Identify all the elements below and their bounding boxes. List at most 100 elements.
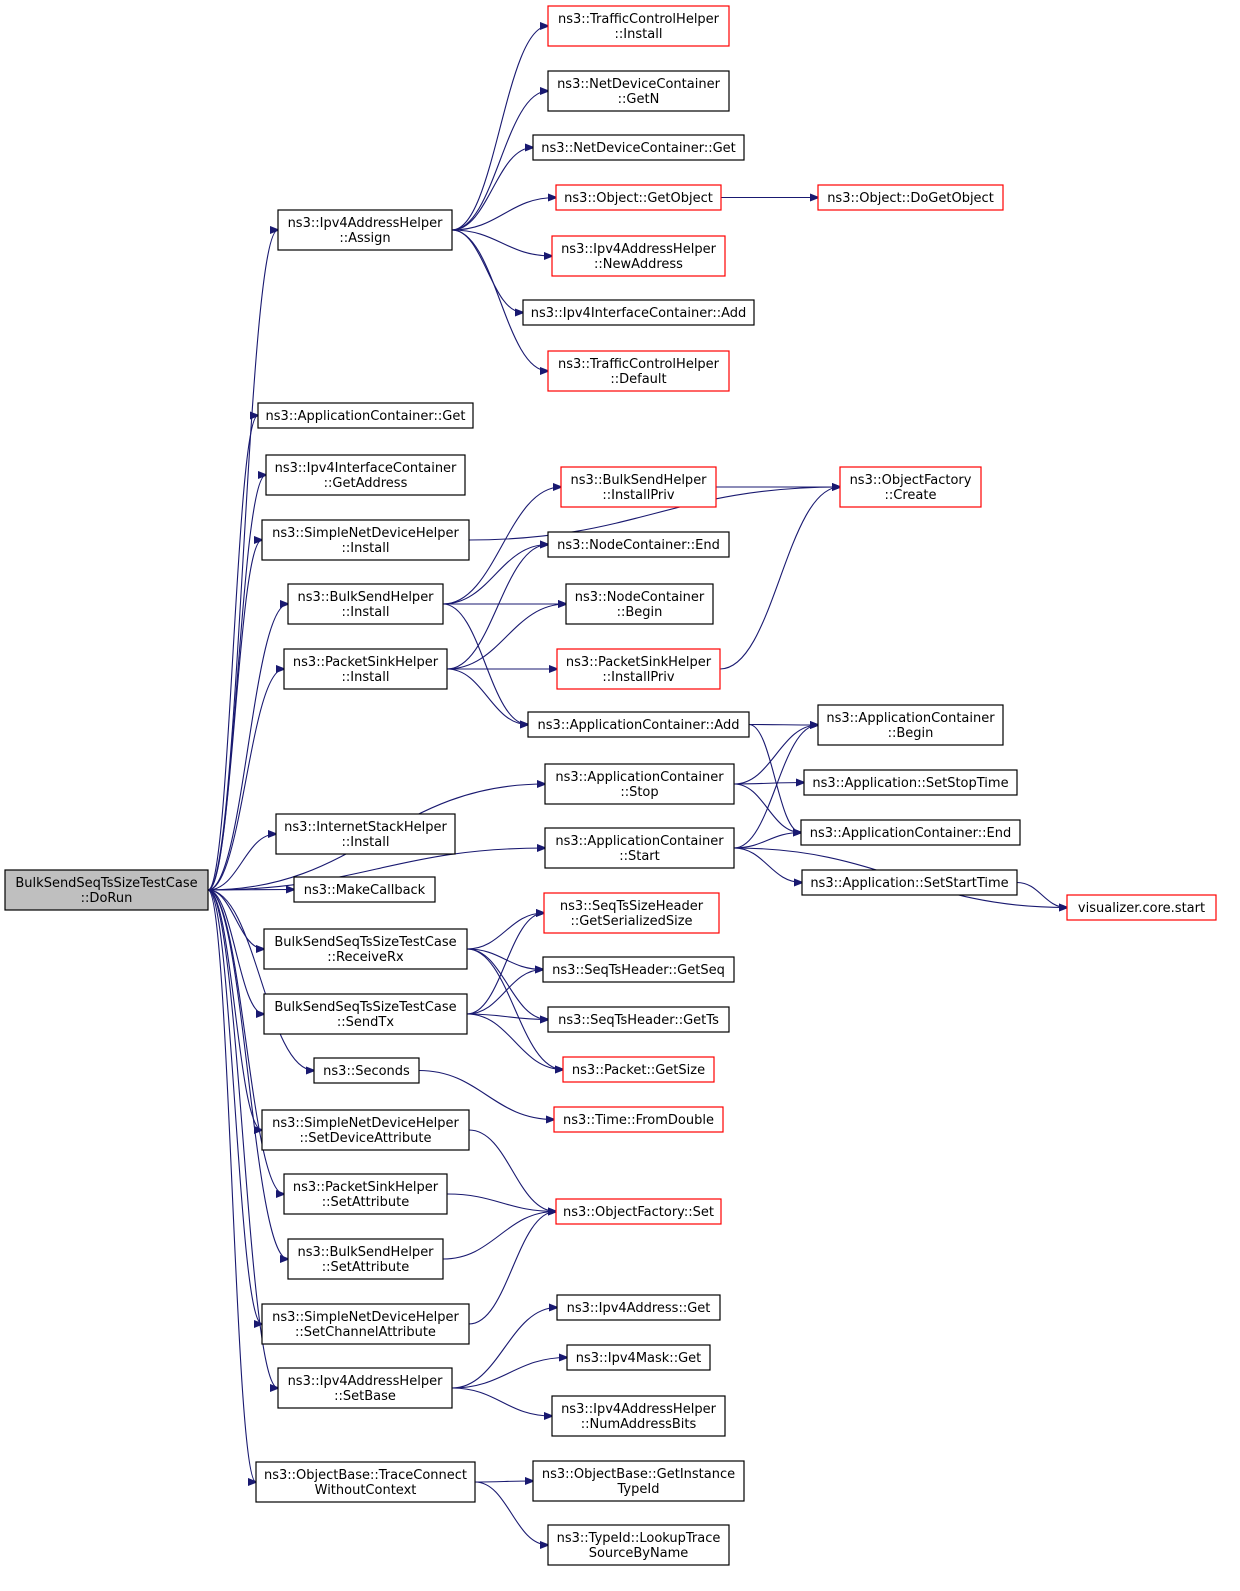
node-box: [547, 5, 730, 47]
node-psh-install[interactable]: ns3::PacketSinkHelper::Install: [283, 648, 448, 690]
node-nc-end[interactable]: ns3::NodeContainer::End: [547, 531, 730, 558]
node-ish-install[interactable]: ns3::InternetStackHelper::Install: [275, 813, 456, 855]
node-obj-dogetobject[interactable]: ns3::Object::DoGetObject: [817, 184, 1004, 211]
node-ac-begin[interactable]: ns3::ApplicationContainer::Begin: [817, 704, 1004, 746]
node-label-line: ::SendTx: [337, 1015, 394, 1030]
node-st-getts[interactable]: ns3::SeqTsHeader::GetTs: [547, 1006, 730, 1033]
node-label-line: ::Install: [342, 541, 390, 556]
node-seconds[interactable]: ns3::Seconds: [313, 1057, 420, 1084]
edge-trace_connect-to-typeid_lookup: [474, 1481, 548, 1545]
node-label-line: ::NumAddressBits: [581, 1417, 697, 1432]
node-label-line: ns3::SeqTsHeader::GetSeq: [552, 963, 725, 978]
node-st-getseq[interactable]: ns3::SeqTsHeader::GetSeq: [542, 956, 735, 983]
node-app-setstoptime[interactable]: ns3::Application::SetStopTime: [803, 769, 1018, 796]
edge-ac_start-to-ac_begin: [733, 725, 818, 849]
edge-ipv4_assign-to-ndc_get: [451, 148, 533, 231]
node-psh-installpriv[interactable]: ns3::PacketSinkHelper::InstallPriv: [556, 648, 721, 690]
node-box: [565, 583, 714, 625]
edge-root-to-send_tx: [207, 889, 264, 1014]
node-box: [527, 711, 750, 738]
node-ipv4mask-get[interactable]: ns3::Ipv4Mask::Get: [566, 1344, 711, 1371]
node-label-line: ::DoRun: [81, 891, 133, 906]
edge-root-to-ipv4ic_getaddress: [207, 475, 266, 891]
node-label-line: ns3::ApplicationContainer: [555, 834, 724, 849]
node-ipv4-newaddress[interactable]: ns3::Ipv4AddressHelper::NewAddress: [551, 235, 726, 277]
node-ac-end[interactable]: ns3::ApplicationContainer::End: [800, 819, 1021, 846]
node-label-line: WithoutContext: [315, 1483, 417, 1498]
node-tch-default[interactable]: ns3::TrafficControlHelper::Default: [547, 350, 730, 392]
node-label-line: ns3::SimpleNetDeviceHelper: [272, 1310, 459, 1325]
node-ipv4addr-get[interactable]: ns3::Ipv4Address::Get: [556, 1294, 721, 1321]
node-label-line: ns3::BulkSendHelper: [570, 473, 707, 488]
edge-snd_install-to-of_create: [468, 487, 840, 541]
node-box: [547, 1524, 730, 1566]
node-label-line: ns3::Ipv4Address::Get: [567, 1301, 711, 1316]
node-send-tx[interactable]: BulkSendSeqTsSizeTestCase::SendTx: [263, 993, 468, 1035]
node-box: [532, 134, 745, 161]
edge-ipv4_assign-to-tch_default: [451, 229, 548, 371]
node-sts-getsersize[interactable]: ns3::SeqTsSizeHeader::GetSerializedSize: [543, 892, 720, 934]
node-trace-connect[interactable]: ns3::ObjectBase::TraceConnectWithoutCont…: [255, 1461, 476, 1503]
node-label-line: ::SetBase: [334, 1389, 396, 1404]
node-label-line: ns3::Ipv4Mask::Get: [576, 1351, 702, 1366]
node-label-line: visualizer.core.start: [1078, 901, 1205, 916]
edge-snd_setdevattr-to-of_set: [468, 1129, 556, 1212]
node-ndc-getn[interactable]: ns3::NetDeviceContainer::GetN: [547, 70, 730, 112]
node-label-line: ns3::PacketSinkHelper: [293, 1180, 439, 1195]
node-label-line: ::Begin: [617, 605, 663, 620]
node-label-line: ::InstallPriv: [602, 670, 674, 685]
node-box: [800, 819, 1021, 846]
node-of-create[interactable]: ns3::ObjectFactory::Create: [839, 466, 982, 508]
node-of-set[interactable]: ns3::ObjectFactory::Set: [555, 1198, 722, 1225]
node-ac-add[interactable]: ns3::ApplicationContainer::Add: [527, 711, 750, 738]
edge-ac_stop-to-app_setstoptime: [733, 783, 804, 785]
node-psh-setattr[interactable]: ns3::PacketSinkHelper::SetAttribute: [283, 1173, 448, 1215]
node-label-line: ::Install: [342, 670, 390, 685]
node-pkt-getsize[interactable]: ns3::Packet::GetSize: [562, 1056, 715, 1083]
node-snd-setdevattr[interactable]: ns3::SimpleNetDeviceHelper::SetDeviceAtt…: [261, 1109, 470, 1151]
node-receive-rx[interactable]: BulkSendSeqTsSizeTestCase::ReceiveRx: [263, 928, 468, 970]
node-label-line: ns3::Object::DoGetObject: [827, 191, 994, 206]
node-ipv4-assign[interactable]: ns3::Ipv4AddressHelper::Assign: [277, 209, 453, 251]
node-ndc-get[interactable]: ns3::NetDeviceContainer::Get: [532, 134, 745, 161]
node-time-fromdouble[interactable]: ns3::Time::FromDouble: [553, 1106, 724, 1133]
node-bsh-installpriv[interactable]: ns3::BulkSendHelper::InstallPriv: [560, 466, 717, 508]
node-ipv4-setbase[interactable]: ns3::Ipv4AddressHelper::SetBase: [277, 1367, 453, 1409]
edge-trace_connect-to-ob_getinstancetypeid: [474, 1481, 533, 1482]
edge-ac_add-to-ac_begin: [748, 725, 818, 726]
edge-send_tx-to-st_getseq: [466, 970, 543, 1015]
edge-ac_start-to-ac_end: [733, 833, 801, 849]
node-bsh-install[interactable]: ns3::BulkSendHelper::Install: [287, 583, 444, 625]
node-app-setstarttime[interactable]: ns3::Application::SetStartTime: [801, 869, 1018, 896]
node-root[interactable]: BulkSendSeqTsSizeTestCase::DoRun: [4, 869, 209, 911]
node-nc-begin[interactable]: ns3::NodeContainer::Begin: [565, 583, 714, 625]
node-app-get[interactable]: ns3::ApplicationContainer::Get: [257, 402, 474, 429]
node-ipv4-numaddrbits[interactable]: ns3::Ipv4AddressHelper::NumAddressBits: [551, 1395, 726, 1437]
node-label-line: ns3::ApplicationContainer: [826, 711, 995, 726]
node-ipv4ic-getaddress[interactable]: ns3::Ipv4InterfaceContainer::GetAddress: [265, 454, 466, 496]
node-viz-start[interactable]: visualizer.core.start: [1066, 894, 1217, 921]
node-make-callback[interactable]: ns3::MakeCallback: [293, 876, 436, 903]
node-label-line: ::SetAttribute: [322, 1260, 410, 1275]
node-label-line: ns3::Packet::GetSize: [572, 1063, 705, 1078]
node-box: [4, 869, 209, 911]
node-snd-setchanattr[interactable]: ns3::SimpleNetDeviceHelper::SetChannelAt…: [261, 1303, 470, 1345]
node-obj-getobject[interactable]: ns3::Object::GetObject: [555, 184, 722, 211]
node-tch-install[interactable]: ns3::TrafficControlHelper::Install: [547, 5, 730, 47]
node-ac-start[interactable]: ns3::ApplicationContainer::Start: [544, 827, 735, 869]
node-box: [277, 1367, 453, 1409]
node-ac-stop[interactable]: ns3::ApplicationContainer::Stop: [544, 763, 735, 805]
node-snd-install[interactable]: ns3::SimpleNetDeviceHelper::Install: [261, 519, 470, 561]
edge-snd_setchanattr-to-of_set: [468, 1212, 556, 1325]
node-ipv4ic-add[interactable]: ns3::Ipv4InterfaceContainer::Add: [522, 299, 755, 326]
node-label-line: ns3::Ipv4AddressHelper: [561, 1402, 717, 1417]
edge-ipv4_setbase-to-ipv4mask_get: [451, 1358, 567, 1389]
node-label-line: ns3::TypeId::LookupTrace: [557, 1531, 721, 1546]
node-box: [287, 583, 444, 625]
node-bsh-setattr[interactable]: ns3::BulkSendHelper::SetAttribute: [287, 1238, 444, 1280]
edge-ipv4_assign-to-obj_getobject: [451, 198, 556, 231]
node-label-line: ns3::ObjectFactory::Set: [563, 1205, 714, 1220]
node-label-line: ::SetChannelAttribute: [295, 1325, 436, 1340]
